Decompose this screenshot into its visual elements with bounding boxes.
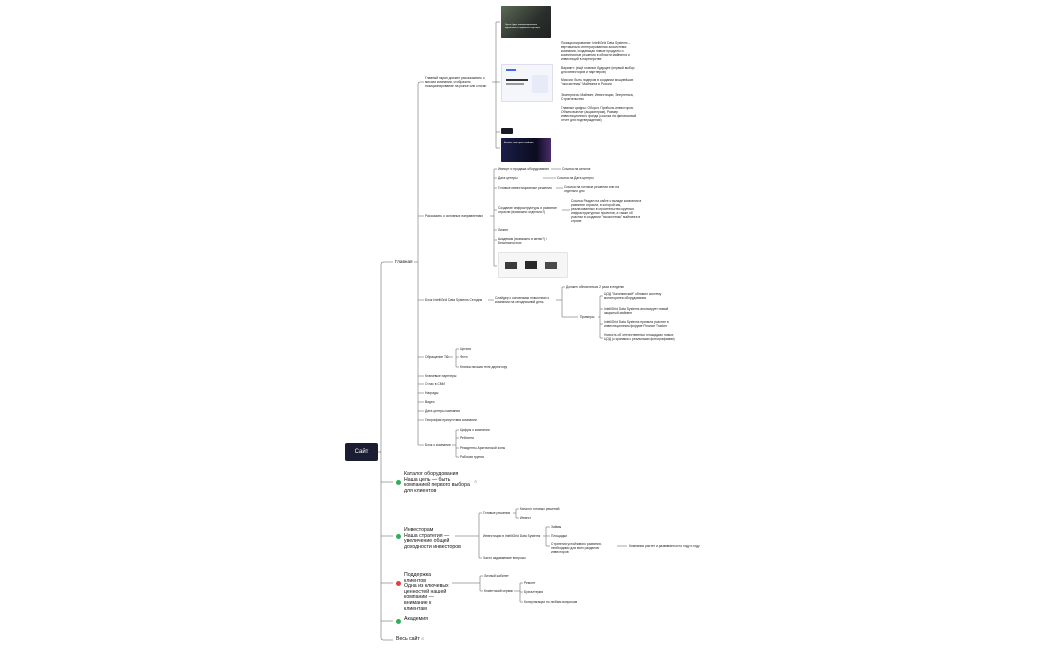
direction-item[interactable]: Академия (возможно в меню?) / Безопаснос… bbox=[498, 237, 547, 245]
ready-item[interactable]: Каталог готовых решений bbox=[520, 507, 560, 511]
note-positioning: Позиционирование: IntelliGrid Data Syste… bbox=[561, 41, 631, 61]
note-key-numbers: Главные цифры: Оборот, Прибыль инвесторо… bbox=[561, 106, 637, 122]
thumbnail-image[interactable] bbox=[501, 128, 513, 134]
news-update: Должен обновляться 2 раза в неделю bbox=[566, 285, 625, 289]
direction-item[interactable]: Импорт и продажа оборудования bbox=[498, 167, 549, 171]
thumbnail-image[interactable]: Здесь будет позиционирование идеального … bbox=[501, 6, 551, 38]
thumbnail-image[interactable] bbox=[498, 252, 568, 278]
thumbnail-image[interactable] bbox=[501, 64, 553, 102]
main-item[interactable]: География присутствия компании bbox=[425, 418, 477, 422]
thumbnail-image[interactable]: Больше, чем просто майнинг bbox=[501, 138, 551, 162]
link-icon[interactable]: ⊙ bbox=[421, 636, 425, 641]
facts-item[interactable]: Рейтинги bbox=[460, 436, 474, 440]
status-dot-red bbox=[396, 581, 401, 586]
node-all-site[interactable]: Весь сайт bbox=[396, 636, 420, 642]
example-item: IntelliGrid Data Systems анонсирует новы… bbox=[604, 307, 669, 315]
invest-item[interactable]: Стратегия устойчивого развития, необходи… bbox=[551, 542, 602, 554]
facts-item[interactable]: Резиденты Арктической зоны bbox=[460, 446, 506, 450]
status-dot-green bbox=[396, 619, 401, 624]
example-item: Новость об отечественных площадках новых… bbox=[604, 333, 675, 341]
main-item[interactable]: Дата центры компании bbox=[425, 409, 461, 413]
node-main[interactable]: Главная bbox=[395, 259, 413, 264]
main-item[interactable]: Видео bbox=[425, 400, 435, 404]
node-support[interactable]: Поддержка клиентов Одна из ключевых ценн… bbox=[404, 572, 454, 612]
main-item[interactable]: О нас в СМИ bbox=[425, 382, 445, 386]
node-invest[interactable]: Инвестиции в IntelliGrid Data Systems bbox=[483, 534, 541, 538]
invest-item[interactable]: Площадки bbox=[551, 534, 567, 538]
direction-item[interactable]: Лизинг bbox=[498, 228, 509, 232]
note-variant: Вариант: (ещё главное будущее (первый вы… bbox=[561, 66, 635, 74]
node-investors[interactable]: Инвесторам Наша стратегия — увеличение о… bbox=[404, 527, 472, 550]
ready-item[interactable]: Инвест bbox=[520, 516, 531, 520]
feedback-item[interactable]: Фото bbox=[460, 355, 468, 359]
thumbnail-caption: Здесь будет позиционирование идеального … bbox=[505, 24, 540, 29]
invest-note: Компания растет и развивается по году и … bbox=[629, 544, 700, 548]
direction-note: Ссылка на каталог bbox=[562, 167, 591, 171]
direction-note: Ссылка Раздел на сайте о вкладе компании… bbox=[571, 199, 642, 223]
example-item: ЦОД "Калининский" обновил систему монито… bbox=[604, 292, 662, 300]
service-item[interactable]: Ремонт bbox=[524, 581, 536, 585]
note-mission: Миссия: быть лидером в создании мощнейши… bbox=[561, 78, 634, 86]
link-icon[interactable]: ⊙ bbox=[474, 479, 478, 484]
direction-item[interactable]: Дата центры bbox=[498, 176, 518, 180]
node-catalog[interactable]: Каталог оборудования Наша цель — быть ко… bbox=[404, 471, 472, 494]
node-facts[interactable]: Блок о компании bbox=[425, 443, 451, 447]
service-item[interactable]: Консультации по любым вопросам bbox=[524, 600, 578, 604]
direction-item[interactable]: Создание инфраструктуры и развитие отрас… bbox=[498, 206, 557, 214]
feedback-item[interactable]: Цитата bbox=[460, 347, 471, 351]
invest-item[interactable]: Займы bbox=[551, 525, 562, 529]
direction-item[interactable]: Готовые инвестиционные решения bbox=[498, 186, 552, 190]
main-item[interactable]: Награды bbox=[425, 391, 439, 395]
thumbnail-caption: Больше, чем просто майнинг bbox=[504, 142, 534, 144]
node-faq[interactable]: Часто задаваемые вопросы bbox=[483, 556, 526, 560]
example-item: IntelliGrid Data Systems принялa участие… bbox=[604, 320, 669, 328]
facts-item[interactable]: Цифры о компании bbox=[460, 428, 490, 432]
node-directions[interactable]: Рассказать о основных направлениях bbox=[425, 214, 483, 218]
node-ready-solutions[interactable]: Готовые решения bbox=[483, 511, 511, 515]
service-item[interactable]: Бухгалтерия bbox=[524, 590, 544, 594]
root-node[interactable]: Сайт bbox=[345, 443, 378, 461]
node-news[interactable]: Блок IntelliGrid Data Systems Сегодня bbox=[425, 298, 483, 302]
examples-label: Примеры bbox=[580, 315, 595, 319]
facts-item[interactable]: Рабочая группа bbox=[460, 455, 484, 459]
node-service[interactable]: Клиентский сервис bbox=[484, 589, 514, 593]
catalog-label: Каталог оборудования Наша цель — быть ко… bbox=[404, 471, 470, 494]
status-dot-green bbox=[396, 534, 401, 539]
direction-note: Ссылка на Дата центры bbox=[557, 176, 594, 180]
news-desc: Слайдер с основными новостями о компании… bbox=[495, 296, 550, 304]
node-cabinet[interactable]: Личный кабинет bbox=[484, 574, 509, 578]
feedback-item[interactable]: Кнопка письма теле директору bbox=[460, 365, 508, 369]
node-feedback[interactable]: Обращение ТО bbox=[425, 355, 449, 359]
status-dot-green bbox=[396, 480, 401, 485]
investors-label: Инвесторам Наша стратегия — увеличение о… bbox=[404, 527, 461, 550]
note-expertise: Экспертиза: Майнинг, Инвестиции, Энергет… bbox=[561, 93, 634, 101]
support-label: Поддержка клиентов Одна из ключевых ценн… bbox=[404, 572, 449, 612]
direction-note: Ссылка на готовые решения или на отдельн… bbox=[564, 185, 619, 193]
main-item[interactable]: Ключевые партнеры bbox=[425, 374, 457, 378]
node-first-screen[interactable]: Главный экран должен рассказывать о мисс… bbox=[425, 76, 487, 88]
node-academy[interactable]: Академия bbox=[404, 616, 428, 622]
